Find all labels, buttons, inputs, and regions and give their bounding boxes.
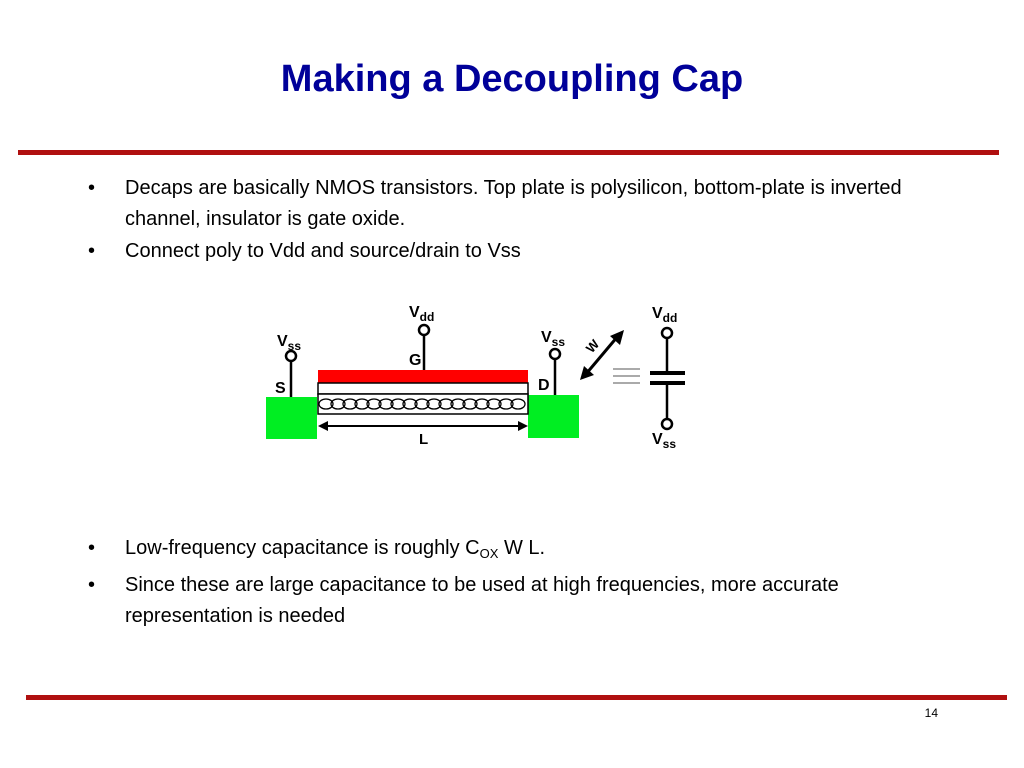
bullet-marker: • <box>88 240 96 262</box>
source-label: S <box>275 380 286 397</box>
source-terminal <box>284 349 298 363</box>
poly-gate <box>318 370 528 383</box>
bullet-text: Since these are large capacitance to be … <box>125 574 839 627</box>
length-label: L <box>419 431 428 448</box>
length-arrow-left-head <box>318 421 328 431</box>
width-arrow <box>584 335 620 375</box>
cap-bottom-terminal <box>660 417 674 431</box>
gate-oxide <box>317 382 529 395</box>
cox-subscript: OX <box>479 546 499 561</box>
equivalence-symbol <box>613 368 640 384</box>
bullet-text-main: Low-frequency capacitance is roughly C <box>125 537 480 559</box>
slide-title: Making a Decoupling Cap <box>280 58 744 100</box>
bullet-list-top: • Decaps are basically NMOS transistors.… <box>80 173 960 268</box>
bullet-marker: • <box>88 574 96 596</box>
bullet-text: Low-frequency capacitance is roughly COX… <box>125 533 960 569</box>
bullet-list-bottom: • Low-frequency capacitance is roughly C… <box>80 533 960 633</box>
bullet-marker: • <box>88 177 96 199</box>
bullet-item: • Connect poly to Vdd and source/drain t… <box>80 236 960 267</box>
vdd-gate-label: Vdd <box>409 304 434 324</box>
drain-terminal <box>548 347 562 361</box>
vss-left-label: Vss <box>277 333 301 353</box>
title-divider <box>18 150 999 155</box>
length-arrow-right-head <box>518 421 528 431</box>
width-label: W <box>583 336 603 356</box>
bullet-text: Connect poly to Vdd and source/drain to … <box>125 240 521 262</box>
page-number: 14 <box>924 706 938 720</box>
bullet-marker: • <box>88 537 96 559</box>
source-diffusion <box>266 397 317 439</box>
inverted-channel <box>317 393 529 415</box>
bullet-item: • Since these are large capacitance to b… <box>80 570 960 632</box>
bullet-item: • Decaps are basically NMOS transistors.… <box>80 173 960 235</box>
footer-divider <box>26 695 1007 700</box>
bullet-text: Decaps are basically NMOS transistors. T… <box>125 177 902 230</box>
cap-vss-label: Vss <box>652 431 676 451</box>
gate-terminal <box>417 323 431 337</box>
cap-top-terminal <box>660 326 674 340</box>
bullet-text-tail: W L. <box>498 537 546 559</box>
bullet-item: • Low-frequency capacitance is roughly C… <box>80 533 960 569</box>
vss-right-label: Vss <box>541 329 565 349</box>
gate-label: G <box>409 352 421 369</box>
width-arrow-upper-head <box>610 330 624 345</box>
drain-diffusion <box>528 395 579 438</box>
drain-label: D <box>538 377 550 394</box>
channel-electrons <box>318 398 526 410</box>
width-arrow-lower-head <box>580 366 594 380</box>
cap-vdd-label: Vdd <box>652 305 677 325</box>
